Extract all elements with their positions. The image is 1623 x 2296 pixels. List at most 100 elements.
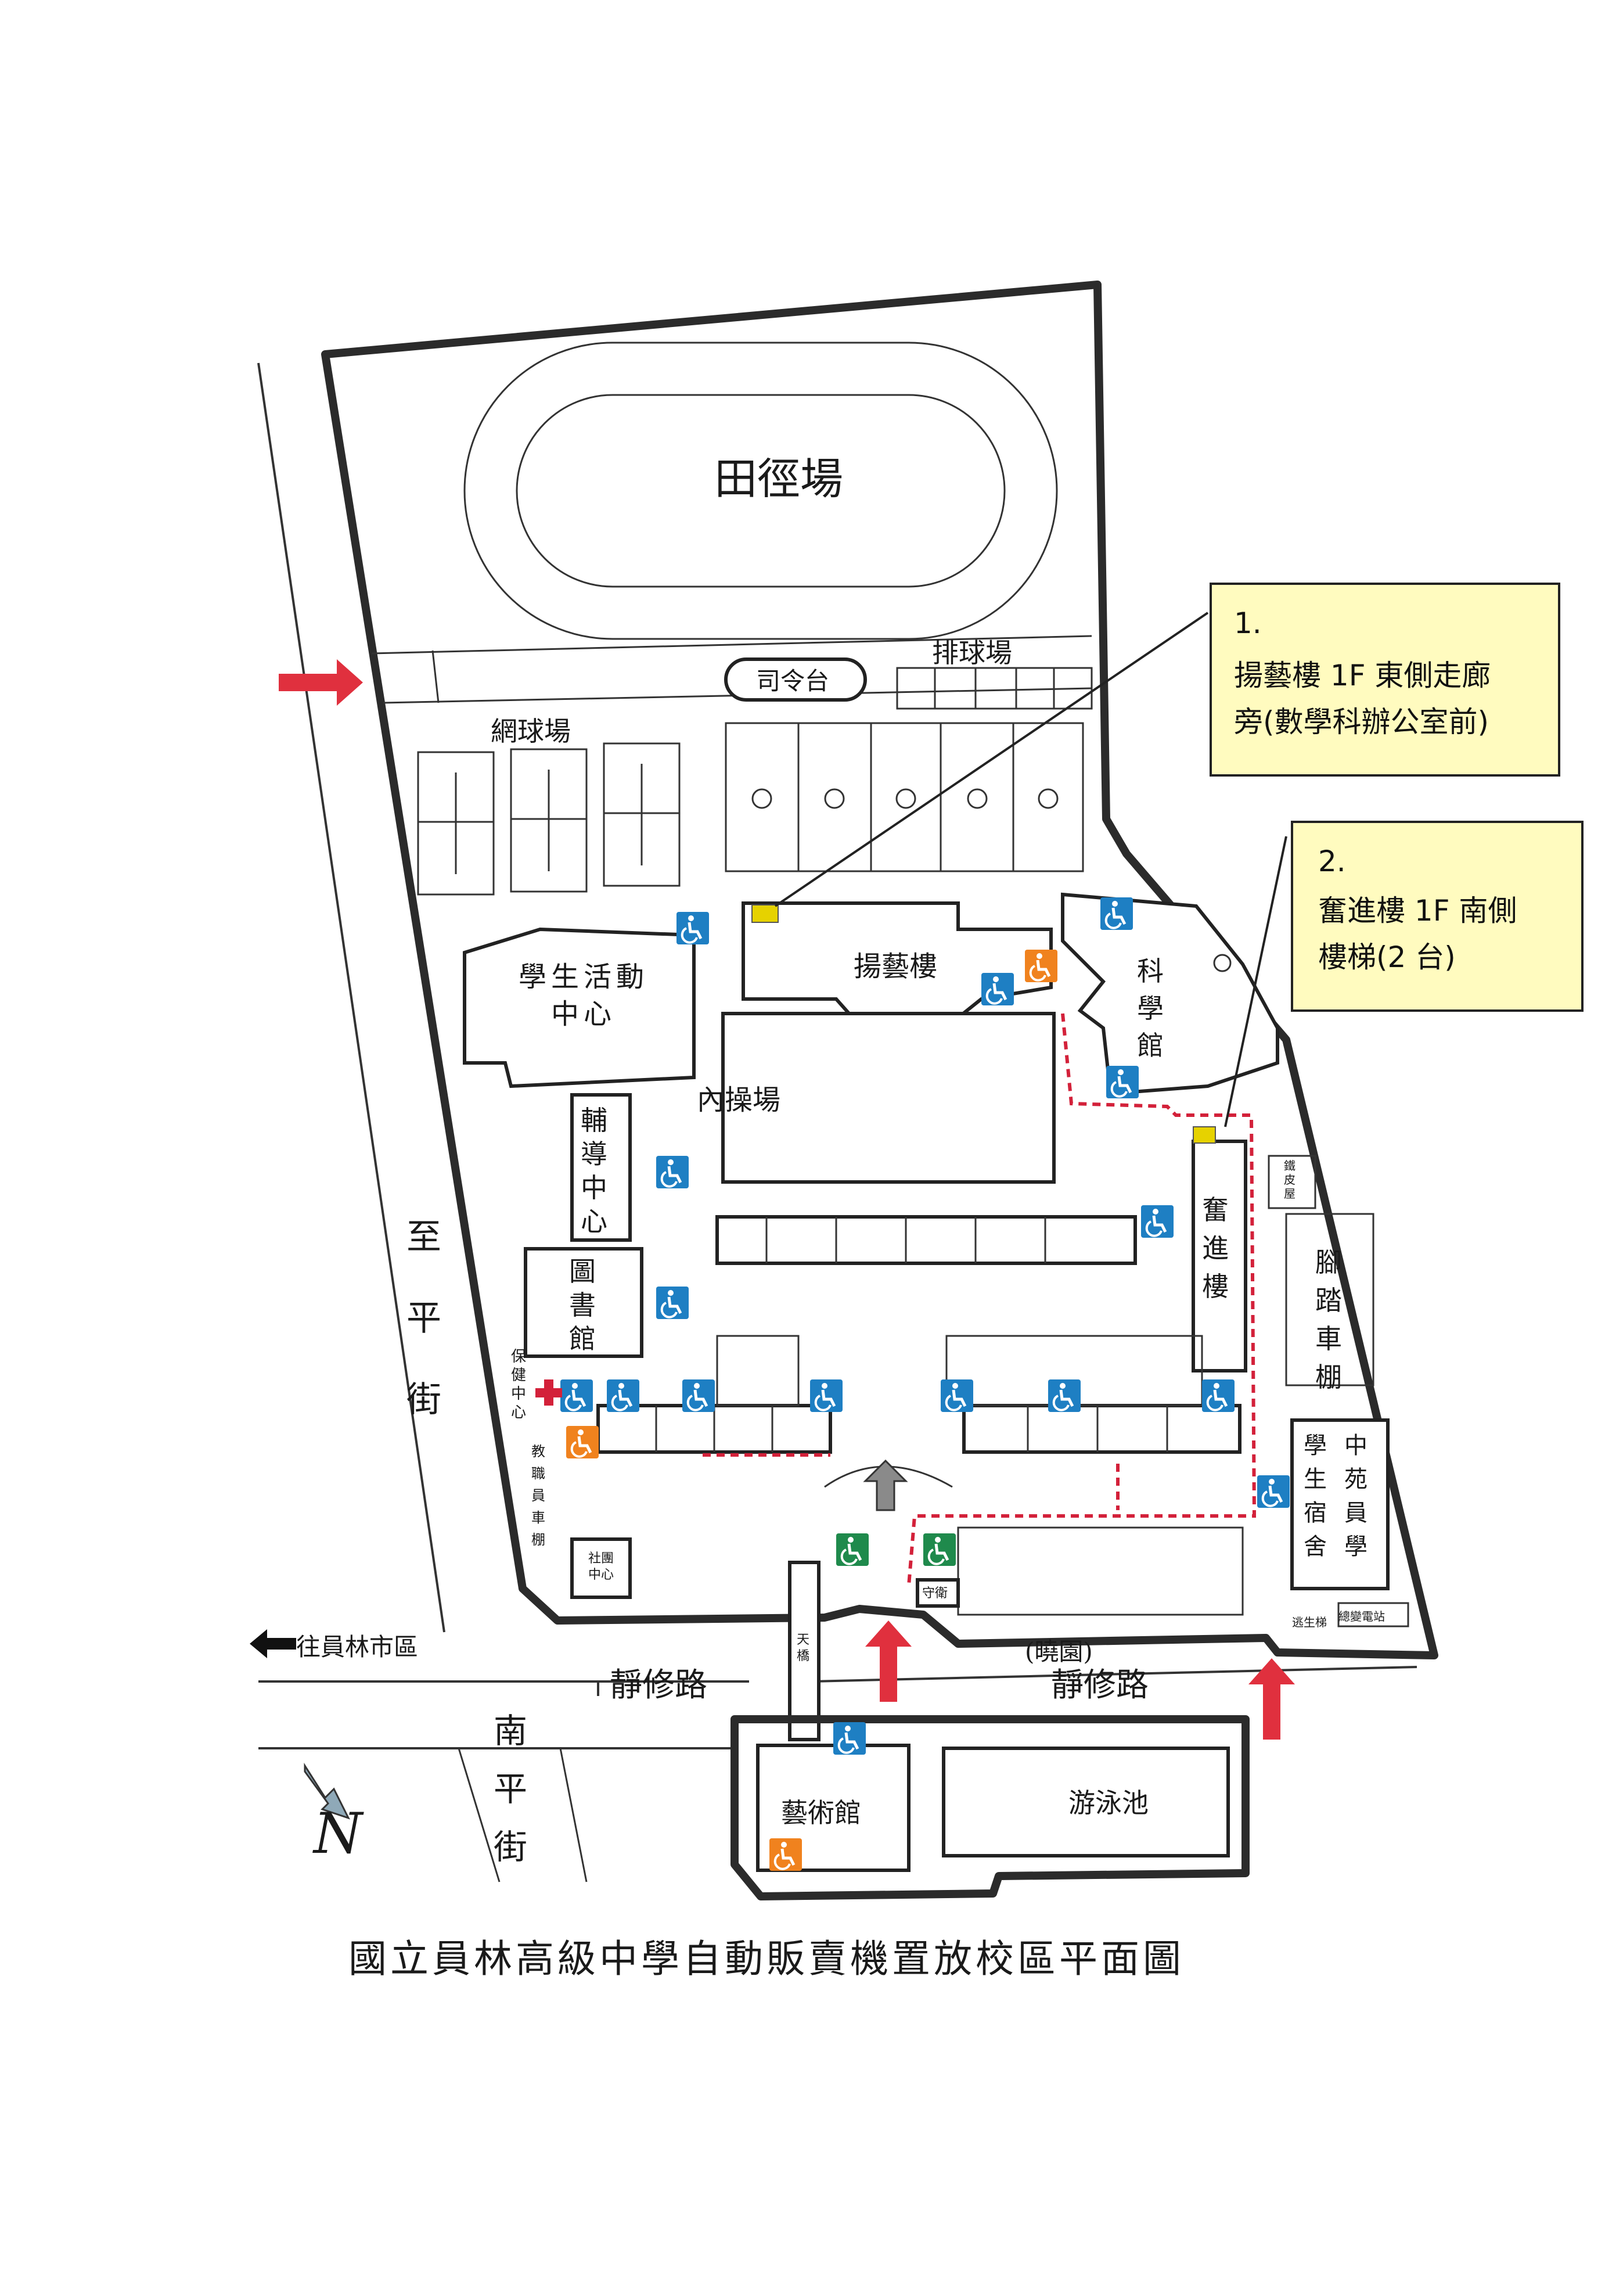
art-pool-block: [730, 1715, 1250, 1900]
bridge-fo: 天橋: [797, 1633, 810, 1663]
student-center-fo: 學生活動中心: [518, 961, 649, 1030]
pedestrian-bridge: [788, 1561, 821, 1741]
podium: [724, 657, 867, 702]
escape-gate-label: 逃生梯: [1292, 1615, 1327, 1629]
jingxiu-road-label-2: 靜修路: [1051, 1666, 1149, 1704]
dorm-label: 學生宿舍: [1304, 1432, 1327, 1560]
accessible-toilet-icon: [1106, 1066, 1139, 1098]
swimming-pool: [942, 1747, 1230, 1857]
callout-1-line1: 揚藝樓 1F 東側走廊: [1234, 659, 1491, 692]
pingzhi-fo: 至平街: [406, 1217, 441, 1420]
compass: N: [304, 1762, 364, 1866]
direction-arrow-icon: [250, 1629, 296, 1658]
transformer-station: [1337, 1602, 1409, 1627]
dawn-garden-label: (曉園): [1025, 1637, 1093, 1666]
campus-boundary: [321, 281, 1438, 1659]
gym: [721, 1012, 1056, 1184]
callout-2-number: 2.: [1318, 845, 1346, 878]
guard-label: 守衛: [922, 1586, 948, 1601]
health-center-label: 保健中心: [511, 1348, 527, 1421]
accessible-toilet-icon: [1257, 1475, 1290, 1508]
vending-marker-1: [751, 904, 779, 923]
club-fo: 社團中心: [588, 1551, 614, 1582]
library: [524, 1247, 643, 1358]
counseling-label: 輔導中心: [581, 1105, 607, 1237]
vending-marker-2: [1193, 1126, 1216, 1144]
first-aid-cross-icon: [535, 1379, 562, 1406]
student-center-label: 學生活動中心: [518, 961, 649, 1030]
dorm-fo: 學生宿舍: [1304, 1432, 1327, 1560]
art-hall-label: 藝術館: [781, 1797, 861, 1828]
transformer-label: 總變電站: [1338, 1609, 1385, 1623]
health-fo: 保健中心: [511, 1348, 527, 1421]
fenjin-fo: 奮進樓: [1202, 1194, 1229, 1302]
accessible-toilet-icon: [676, 912, 709, 944]
bike-shed: [1285, 1213, 1374, 1386]
bike-shed-fo: 腳踏車棚: [1315, 1246, 1342, 1393]
gate-arrow-icon: [863, 1459, 908, 1511]
accessible-toilet-icon: [1048, 1379, 1081, 1412]
entrance-arrow-icon: [865, 1621, 912, 1702]
staff-shed-label: 教職員車棚: [531, 1443, 545, 1548]
callout-1-leader: [774, 612, 1209, 907]
callout-1-number: 1.: [1234, 606, 1262, 640]
accessible-restroom-icon: [1025, 950, 1057, 982]
jingxiu-road-label-1: 靜修路: [610, 1666, 707, 1704]
accessible-toilet-icon: [810, 1379, 843, 1412]
classroom-blocks: [596, 1215, 1241, 1488]
basketball-courts: [725, 722, 1084, 872]
bridge-label: 天橋: [797, 1633, 810, 1663]
accessible-toilet-icon: [560, 1379, 593, 1412]
track-label: 田徑場: [714, 454, 843, 504]
fenjin-building: [1192, 1140, 1247, 1372]
accessible-toilet-icon: [941, 1379, 973, 1412]
volleyball-courts: [896, 667, 1093, 710]
pool-label: 游泳池: [1068, 1787, 1149, 1819]
track-field: [463, 342, 1058, 640]
compass-north-label: N: [312, 1801, 364, 1866]
callout-2-leader: [1224, 836, 1287, 1127]
callout-2-line1: 奮進樓 1F 南側: [1318, 894, 1517, 928]
accessible-toilet-icon: [656, 1287, 689, 1319]
accessible-toilet-icon: [981, 973, 1014, 1005]
callout-1: 1. 揚藝樓 1F 東側走廊 旁(數學科辦公室前): [1210, 583, 1560, 777]
callout-2-line2: 樓梯(2 台): [1318, 940, 1456, 974]
accessible-toilet-icon: [1141, 1205, 1174, 1238]
accessible-parking-icon: [923, 1533, 956, 1566]
science-label: 科學館: [1137, 955, 1164, 1061]
accessible-toilet-icon: [833, 1722, 866, 1755]
accessible-toilet-icon: [607, 1379, 639, 1412]
tennis-courts: [417, 742, 681, 896]
gym-label: 內操場: [697, 1084, 780, 1116]
street-lines: [257, 362, 1417, 1882]
tennis-label: 網球場: [491, 716, 571, 747]
accessible-toilet-icon: [656, 1156, 689, 1188]
club-center-label: 社團中心: [588, 1551, 614, 1582]
accessible-toilet-icon: [1202, 1379, 1235, 1412]
guard-house: [916, 1578, 960, 1608]
callout-1-line2: 旁(數學科辦公室前): [1234, 705, 1489, 739]
accessible-restroom-icon: [769, 1838, 802, 1871]
entrance-arrow-icon: [1248, 1658, 1295, 1740]
bike-shed-label: 腳踏車棚: [1315, 1246, 1342, 1393]
science-fo: 科學館: [1137, 955, 1164, 1061]
to-yuanlin-label: 往員林市區: [296, 1633, 418, 1661]
counseling-center: [570, 1093, 632, 1242]
library-label: 圖書館: [569, 1256, 596, 1354]
nanping-fo: 南平街: [494, 1711, 527, 1867]
accessible-restroom-icon: [566, 1426, 599, 1458]
pingzhi-street-label: 至平街: [406, 1217, 441, 1420]
map-title: 國立員林高級中學自動販賣機置放校區平面圖: [348, 1936, 1185, 1981]
fenjin-label: 奮進樓: [1202, 1194, 1229, 1302]
staff-shed-fo: 教職員車棚: [531, 1443, 545, 1548]
dawn-garden: [957, 1526, 1244, 1616]
volleyball-label: 排球場: [932, 637, 1012, 669]
accessible-toilet-icon: [682, 1379, 715, 1412]
counseling-fo: 輔導中心: [581, 1105, 607, 1237]
dormitory: [1290, 1418, 1390, 1590]
accessible-parking-icon: [836, 1533, 869, 1566]
podium-label: 司令台: [756, 667, 829, 695]
dorm-side-label: 中苑員學: [1344, 1432, 1368, 1560]
student-activity-center: [463, 927, 696, 1088]
